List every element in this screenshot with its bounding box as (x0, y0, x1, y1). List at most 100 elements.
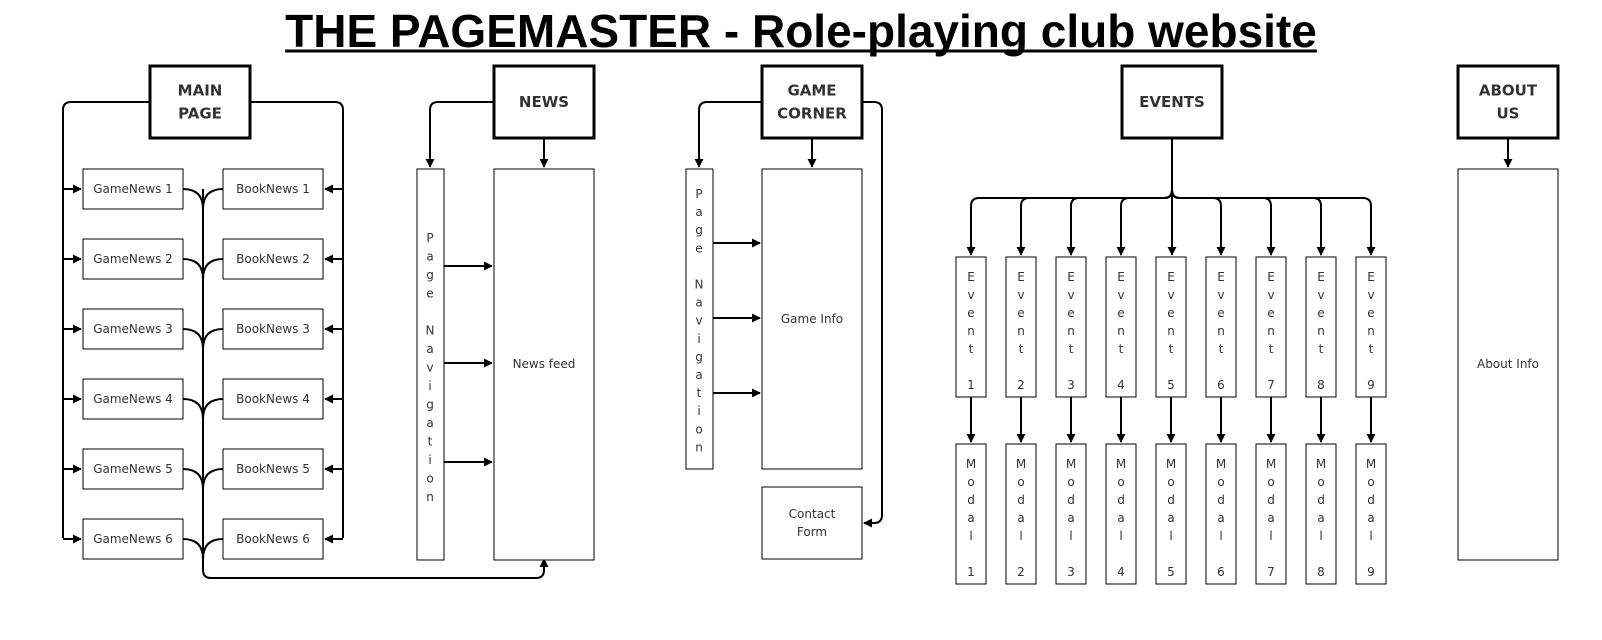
event-node (1355, 256, 1387, 398)
modal-node (1055, 443, 1087, 585)
game-corner-section-box (760, 64, 864, 140)
edge-book-news-to-feed (202, 258, 224, 280)
edge-game-news-to-feed (182, 328, 204, 350)
game-corner-page-navigation-label-letter: N (695, 278, 704, 292)
modal-label-letter: a (967, 511, 974, 525)
event-label-letter: e (1117, 306, 1124, 320)
modal-label-letter: o (1117, 475, 1124, 489)
modal-node (1105, 443, 1137, 585)
modal-label-letter: a (1017, 511, 1024, 525)
modal-label-letter: 9 (1367, 565, 1375, 579)
modal-label-letter: M (1216, 457, 1226, 471)
game-corner-page-navigation-label-letter: a (695, 368, 702, 382)
news-page-navigation-label-letter: P (426, 231, 433, 245)
event-label-letter: v (1017, 288, 1024, 302)
modal-label-letter: 1 (967, 565, 975, 579)
game-info-node (761, 168, 863, 470)
main-page-section-box (148, 64, 252, 140)
event-label-letter: 5 (1167, 378, 1175, 392)
news-feed-label: News feed (513, 357, 576, 371)
edge-book-news-to-feed (202, 328, 224, 350)
modal-label-letter: o (967, 475, 974, 489)
about-info-node (1457, 168, 1559, 561)
event-label-letter: E (1117, 270, 1125, 284)
event-label-letter: n (1267, 324, 1275, 338)
modal-label-letter: d (967, 493, 975, 507)
event-label-letter: e (1267, 306, 1274, 320)
event-node (1105, 256, 1137, 398)
modal-label-letter: o (1017, 475, 1024, 489)
edge-events-to-event (1016, 189, 1173, 256)
edge-events-to-event (1171, 189, 1226, 256)
game-news-node (82, 378, 184, 420)
book-news-label: BookNews 5 (236, 462, 310, 476)
edge-game-news-to-feed (182, 258, 204, 280)
modal-label-letter: d (1067, 493, 1075, 507)
modal-label-letter: d (1117, 493, 1125, 507)
news-page-navigation-label-letter: N (426, 324, 435, 338)
news-section-label: NEWS (519, 93, 569, 111)
modal-label-letter: a (1067, 511, 1074, 525)
news-page-navigation-label-letter: a (426, 342, 433, 356)
modal-label-letter: a (1367, 511, 1374, 525)
edge-game-corner-to-contact-form (862, 101, 883, 528)
game-news-node (82, 308, 184, 350)
modal-label-letter: M (1066, 457, 1076, 471)
modal-node (1005, 443, 1037, 585)
modal-label-letter: 2 (1017, 565, 1025, 579)
modal-label-letter: 5 (1167, 565, 1175, 579)
event-node (1055, 256, 1087, 398)
event-label-letter: t (1019, 342, 1024, 356)
diagram-title: THE PAGEMASTER - Role-playing club websi… (285, 5, 1317, 57)
edge-book-news-to-feed (202, 188, 224, 210)
game-corner-page-navigation-label-letter: g (695, 223, 703, 237)
game-corner-page-navigation-label-letter: g (695, 350, 703, 364)
event-label-letter: n (1367, 324, 1375, 338)
game-news-label: GameNews 6 (93, 532, 173, 546)
game-news-node (82, 518, 184, 560)
edge-events-to-event (1116, 189, 1173, 256)
event-label-letter: n (1167, 324, 1175, 338)
game-news-label: GameNews 2 (93, 252, 173, 266)
modal-label-letter: M (1016, 457, 1026, 471)
modal-label-letter: o (1167, 475, 1174, 489)
modal-node (1355, 443, 1387, 585)
event-label-letter: 2 (1017, 378, 1025, 392)
event-label-letter: E (1267, 270, 1275, 284)
book-news-node (222, 518, 324, 560)
event-label-letter: E (1217, 270, 1225, 284)
event-label-letter: 9 (1367, 378, 1375, 392)
game-news-label: GameNews 1 (93, 182, 173, 196)
book-news-label: BookNews 2 (236, 252, 310, 266)
edge-game-news-to-feed (182, 538, 204, 560)
modal-label-letter: a (1267, 511, 1274, 525)
edge-news-to-page-nav (425, 101, 494, 168)
edge-game-news-to-feed (182, 468, 204, 490)
game-corner-section-label-line-1: GAME (787, 82, 836, 100)
edge-game-corner-to-page-nav (694, 101, 762, 168)
event-label-letter: n (1317, 324, 1325, 338)
event-label-letter: t (1269, 342, 1274, 356)
event-label-letter: e (967, 306, 974, 320)
book-news-node (222, 168, 324, 210)
game-corner-page-navigation-label-letter: i (697, 332, 700, 346)
game-corner-section-label-line-2: CORNER (777, 105, 847, 123)
event-label-letter: e (1067, 306, 1074, 320)
event-node (1155, 256, 1187, 398)
modal-label-letter: d (1317, 493, 1325, 507)
edge-main-left-trunk (62, 101, 150, 538)
game-corner-page-navigation-label-letter: t (697, 386, 702, 400)
news-page-navigation-label-letter: g (426, 268, 434, 282)
event-label-letter: n (1217, 324, 1225, 338)
event-label-letter: e (1167, 306, 1174, 320)
book-news-label: BookNews 3 (236, 322, 310, 336)
edge-events-to-event (1171, 189, 1326, 256)
event-label-letter: n (1117, 324, 1125, 338)
